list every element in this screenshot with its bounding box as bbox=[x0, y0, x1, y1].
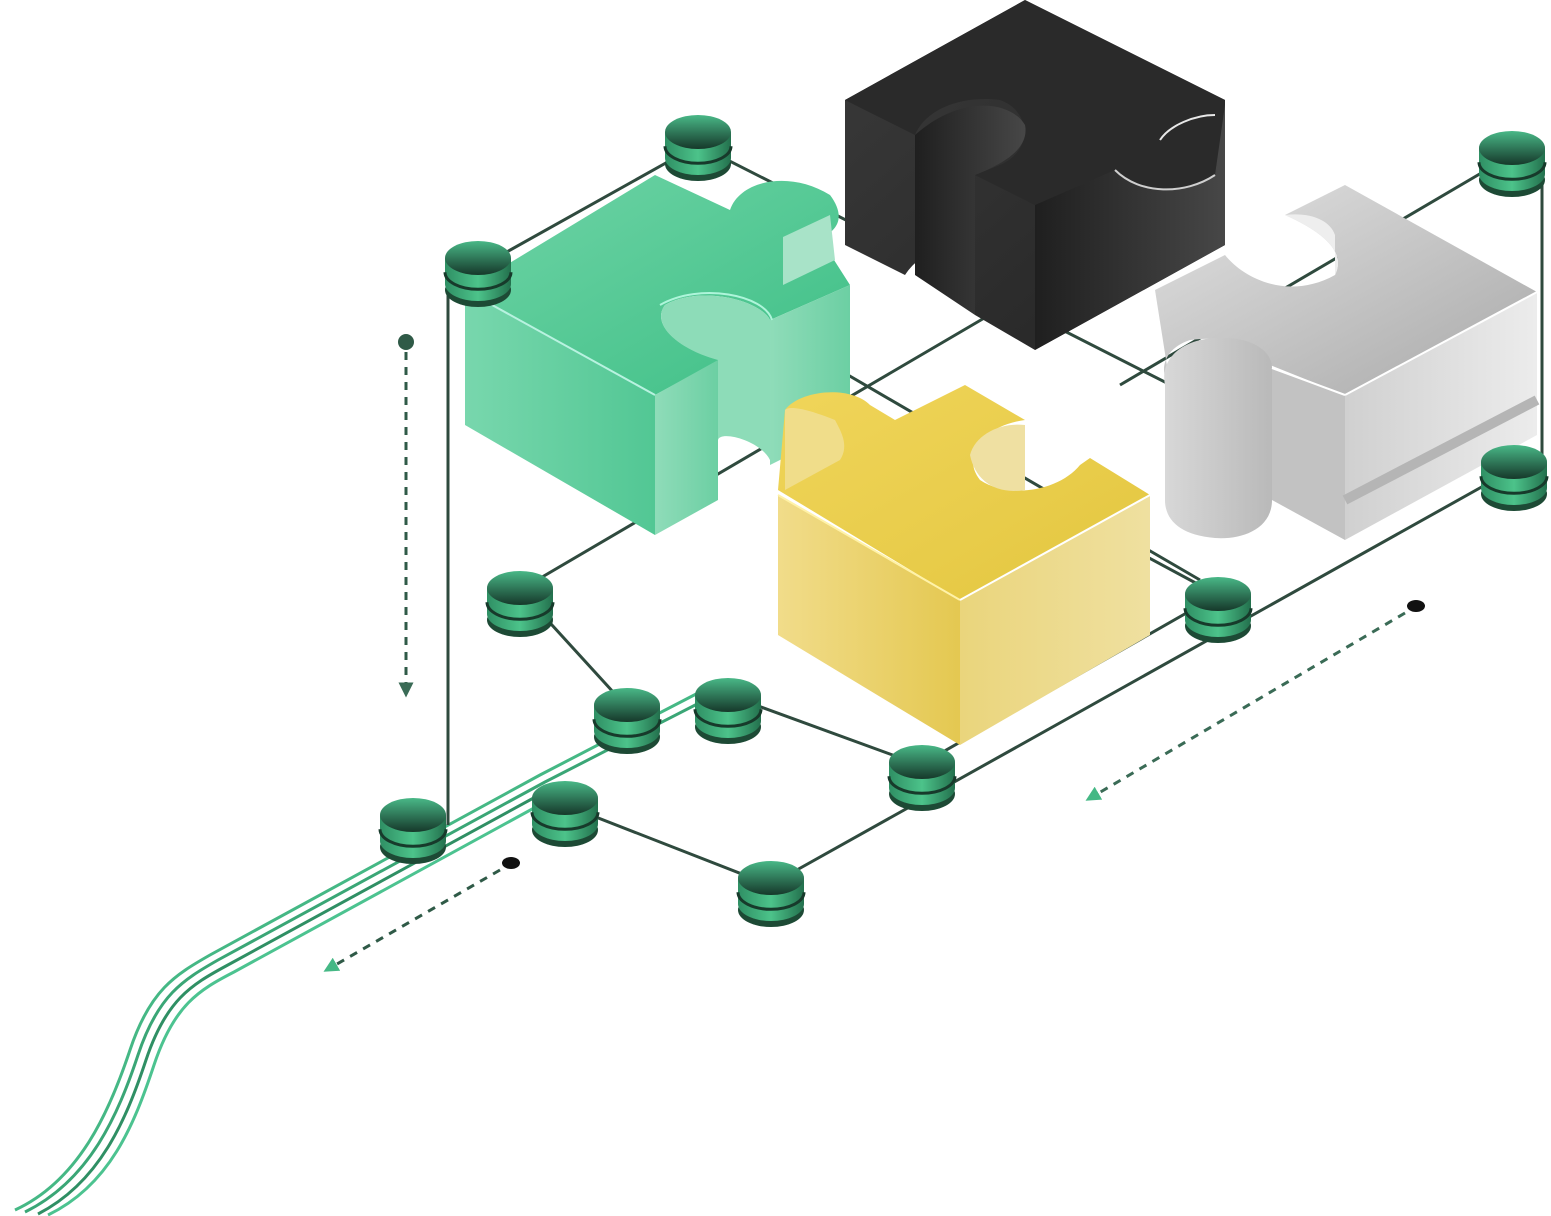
black-piece bbox=[845, 0, 1225, 350]
network-node bbox=[530, 781, 600, 847]
lower-left-arrow bbox=[323, 857, 520, 972]
down-arrow bbox=[398, 334, 414, 698]
network-node bbox=[485, 571, 555, 637]
network-node bbox=[378, 798, 448, 864]
green-piece bbox=[464, 175, 850, 535]
right-arrow bbox=[1085, 600, 1425, 801]
cable-bundle bbox=[14, 690, 706, 1216]
network-node bbox=[663, 115, 733, 181]
network-node bbox=[443, 241, 513, 307]
network-node bbox=[736, 861, 806, 927]
network-nodes bbox=[378, 115, 1549, 927]
network-node bbox=[1477, 131, 1547, 197]
network-node bbox=[1183, 577, 1253, 643]
silver-piece bbox=[1155, 185, 1540, 540]
network-node bbox=[1479, 445, 1549, 511]
network-node bbox=[887, 745, 957, 811]
network-node bbox=[592, 688, 662, 754]
yellow-piece bbox=[777, 385, 1151, 745]
network-node bbox=[693, 678, 763, 744]
